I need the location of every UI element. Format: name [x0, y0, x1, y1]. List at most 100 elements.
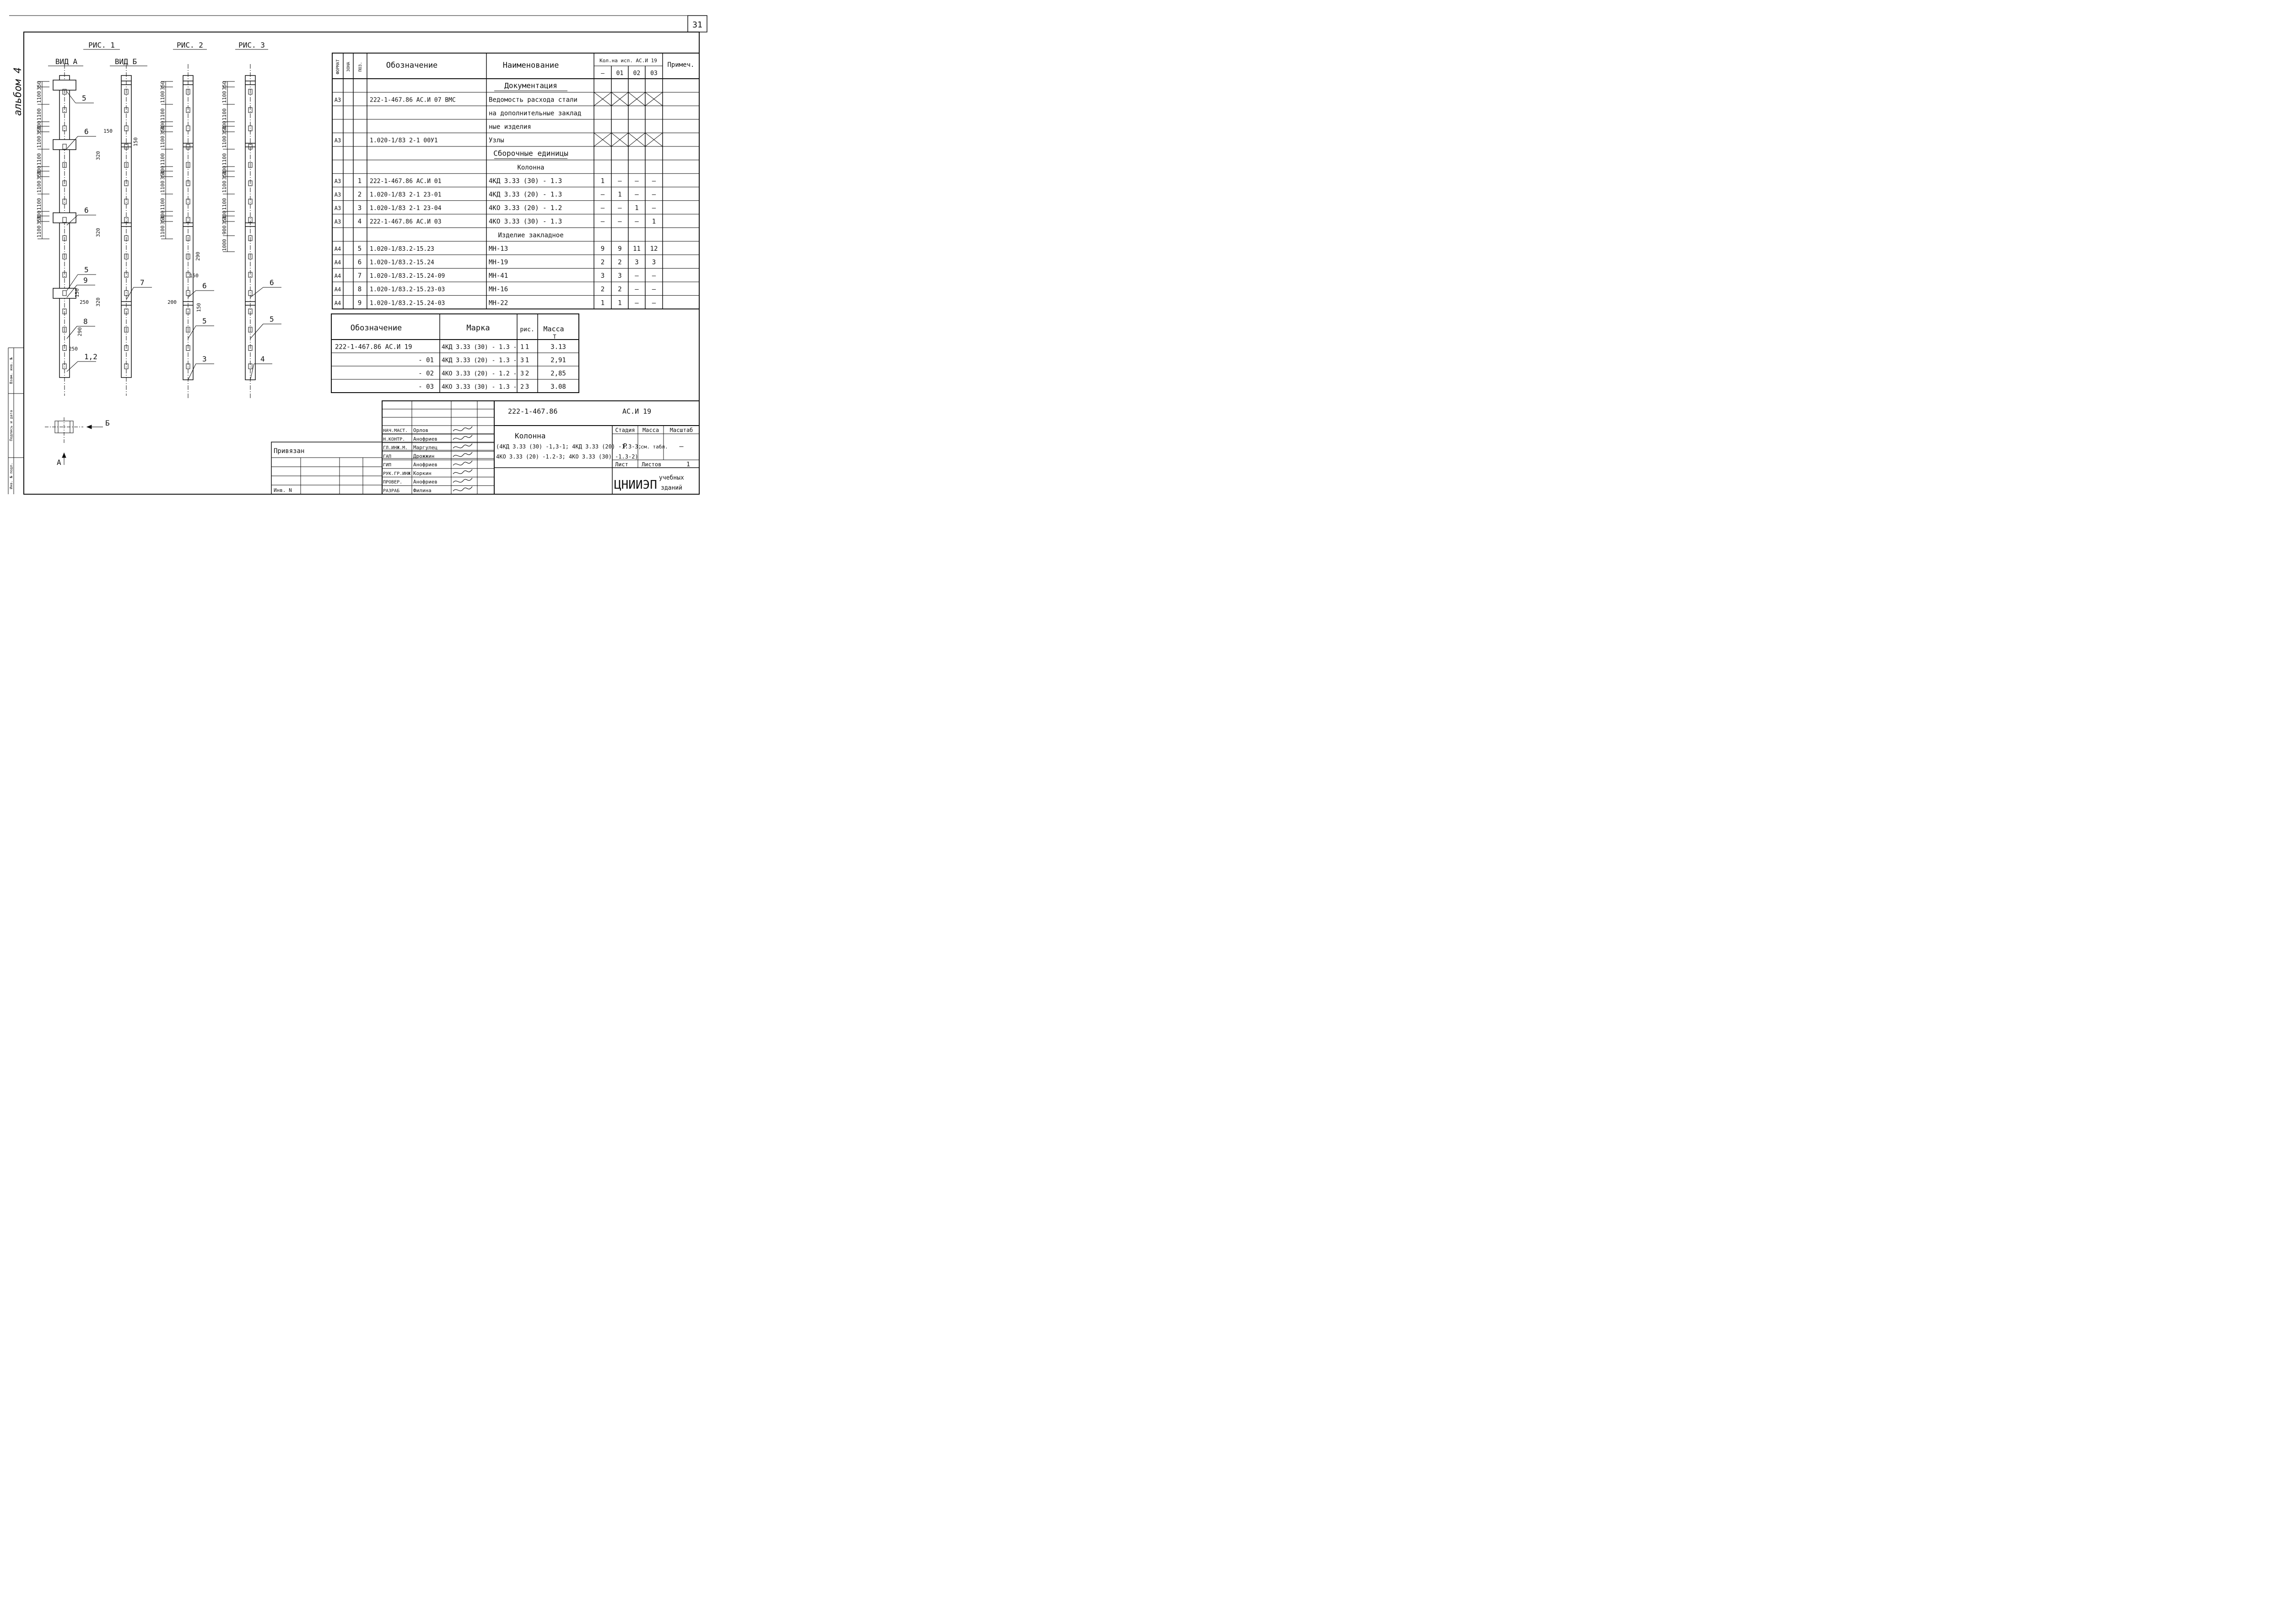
fig1-plate	[62, 308, 67, 314]
fig3-plate	[248, 363, 253, 369]
inv-label: Инв. N	[274, 487, 292, 493]
mass-label: Масса	[642, 427, 659, 433]
handwritten-signature	[453, 435, 473, 440]
callout-number: 9	[83, 276, 88, 285]
fig3-dim-label: 1100	[221, 91, 227, 103]
spec-cell-designation: 1.020-1/83 2-1 23-04	[370, 205, 442, 212]
fig1b-plate	[124, 217, 129, 223]
mass-cell-designation: - 03	[418, 383, 434, 390]
signature-name: Анофриев	[413, 479, 437, 485]
callout-number: 5	[84, 265, 89, 274]
privyazan-label: Привязан	[274, 448, 304, 455]
signature-name: Орлов	[413, 427, 428, 433]
fig1b-plate	[124, 363, 129, 369]
spec-cross	[611, 133, 629, 147]
fig1-dim-label: 1100	[36, 226, 42, 238]
spec-hdr-name: Наименование	[503, 61, 559, 70]
fig2-plate	[186, 89, 190, 95]
spec-cell-qty: 1	[618, 191, 621, 199]
fig1-dim-label: 1100	[36, 181, 42, 193]
spec-cell-qty: 9	[601, 245, 604, 253]
spec-cell-qty: —	[652, 299, 656, 307]
fig1-dim-label: 300	[36, 121, 42, 130]
spec-cell-format: А4	[335, 286, 341, 293]
mass-frame	[331, 313, 579, 393]
spec-cell-format: А3	[335, 192, 341, 198]
callout-leader	[188, 325, 196, 339]
fig2-plate	[186, 290, 190, 296]
spec-cell-qty: —	[635, 286, 639, 293]
small-dim-label: 290	[195, 252, 201, 261]
callout-leader	[188, 290, 196, 298]
mass-cell-mass: 3.13	[550, 343, 566, 351]
mass-cell-fig: 1	[525, 343, 529, 351]
fig2-plate	[186, 327, 190, 333]
fig1-plate	[62, 254, 67, 259]
fig3-dim-label: 1100	[221, 153, 227, 166]
callout-leader	[250, 287, 264, 298]
signature-role: НАЧ.МАСТ.	[383, 428, 408, 433]
fig1-plate	[62, 290, 67, 296]
spec-hdr-format: ФОРМАТ	[336, 59, 340, 74]
callout-number: 5	[82, 94, 86, 103]
spec-frame	[332, 53, 700, 310]
callout-leader	[66, 361, 78, 372]
fig1-plate	[62, 125, 67, 131]
fig3-plate	[248, 180, 253, 186]
fig1b-plate	[124, 199, 129, 205]
spec-cell-designation: 222-1-467.86 АС.И 07 ВМС	[370, 97, 456, 103]
spec-cell-pos: 3	[358, 205, 362, 212]
fig1-dim-label: 300	[36, 166, 42, 175]
fig3-plate	[248, 345, 253, 351]
small-dim-label: 320	[95, 151, 101, 160]
album-note: альбом 4	[12, 67, 24, 116]
sheet-label: Лист	[615, 461, 628, 468]
spec-cell-designation: 1.020-1/83 2-1 00У1	[370, 137, 438, 144]
spec-cell-name: 4КО 3.33 (30) - 1.3	[489, 218, 562, 226]
spec-cell-qty: —	[652, 191, 656, 199]
section-arrow-label: Б	[105, 419, 110, 427]
fig1b-plate	[124, 345, 129, 351]
spec-cell-format: А3	[335, 97, 341, 103]
fig1b-plate	[124, 89, 129, 95]
spec-cell-designation: 1.020-1/83.2-15.23	[370, 246, 434, 253]
strip-label-vzam: Взам. инв. №	[9, 357, 13, 384]
fig3-plate	[248, 254, 253, 259]
fig1-dim-label: 1100	[36, 91, 42, 103]
spec-cell-qty: —	[652, 178, 656, 185]
small-dim-label: 150	[189, 273, 199, 279]
fig2-dim-label: 350	[160, 216, 166, 225]
spec-cell-qty: —	[652, 272, 656, 280]
mass-cell-mass: 2,85	[550, 370, 566, 377]
fig1-dim-label: 350	[36, 216, 42, 225]
spec-cell-qty: 2	[618, 259, 621, 266]
spec-cell-pos: 2	[358, 191, 362, 199]
fig1-dim-label: 1100	[36, 198, 42, 210]
fig3-dim-label: 1100	[221, 136, 227, 148]
spec-cell-qty: —	[601, 218, 605, 226]
fig2-dim-label: 350	[160, 171, 166, 180]
spec-cell-name: Колонна	[517, 164, 544, 171]
callout-leader	[126, 287, 134, 300]
spec-cell-qty: 1	[618, 299, 621, 307]
fig2-plate	[186, 217, 190, 223]
signature-name: Филина	[413, 487, 432, 493]
strip-label-sign: Подпись и дата	[9, 410, 13, 441]
fig1b-plate	[124, 290, 129, 296]
fig2-plate	[186, 345, 190, 351]
view-b-label: ВИД Б	[115, 57, 137, 66]
spec-cell-pos: 7	[358, 272, 362, 280]
callout-number: 3	[202, 355, 207, 363]
spec-cell-format: А3	[335, 205, 341, 211]
fig1b-plate	[124, 162, 129, 168]
spec-cell-designation: 1.020-1/83.2-15.24-03	[370, 300, 445, 307]
fig3-plate	[248, 144, 253, 150]
spec-cell-qty: 12	[650, 245, 658, 253]
spec-cell-qty: 3	[635, 259, 638, 266]
small-dim-label: 290	[77, 327, 83, 336]
fig1b-plate	[124, 235, 129, 241]
fig3-plate	[248, 272, 253, 278]
fig2-plate	[186, 363, 190, 369]
mass-hdr-fig: рис.	[520, 326, 534, 333]
